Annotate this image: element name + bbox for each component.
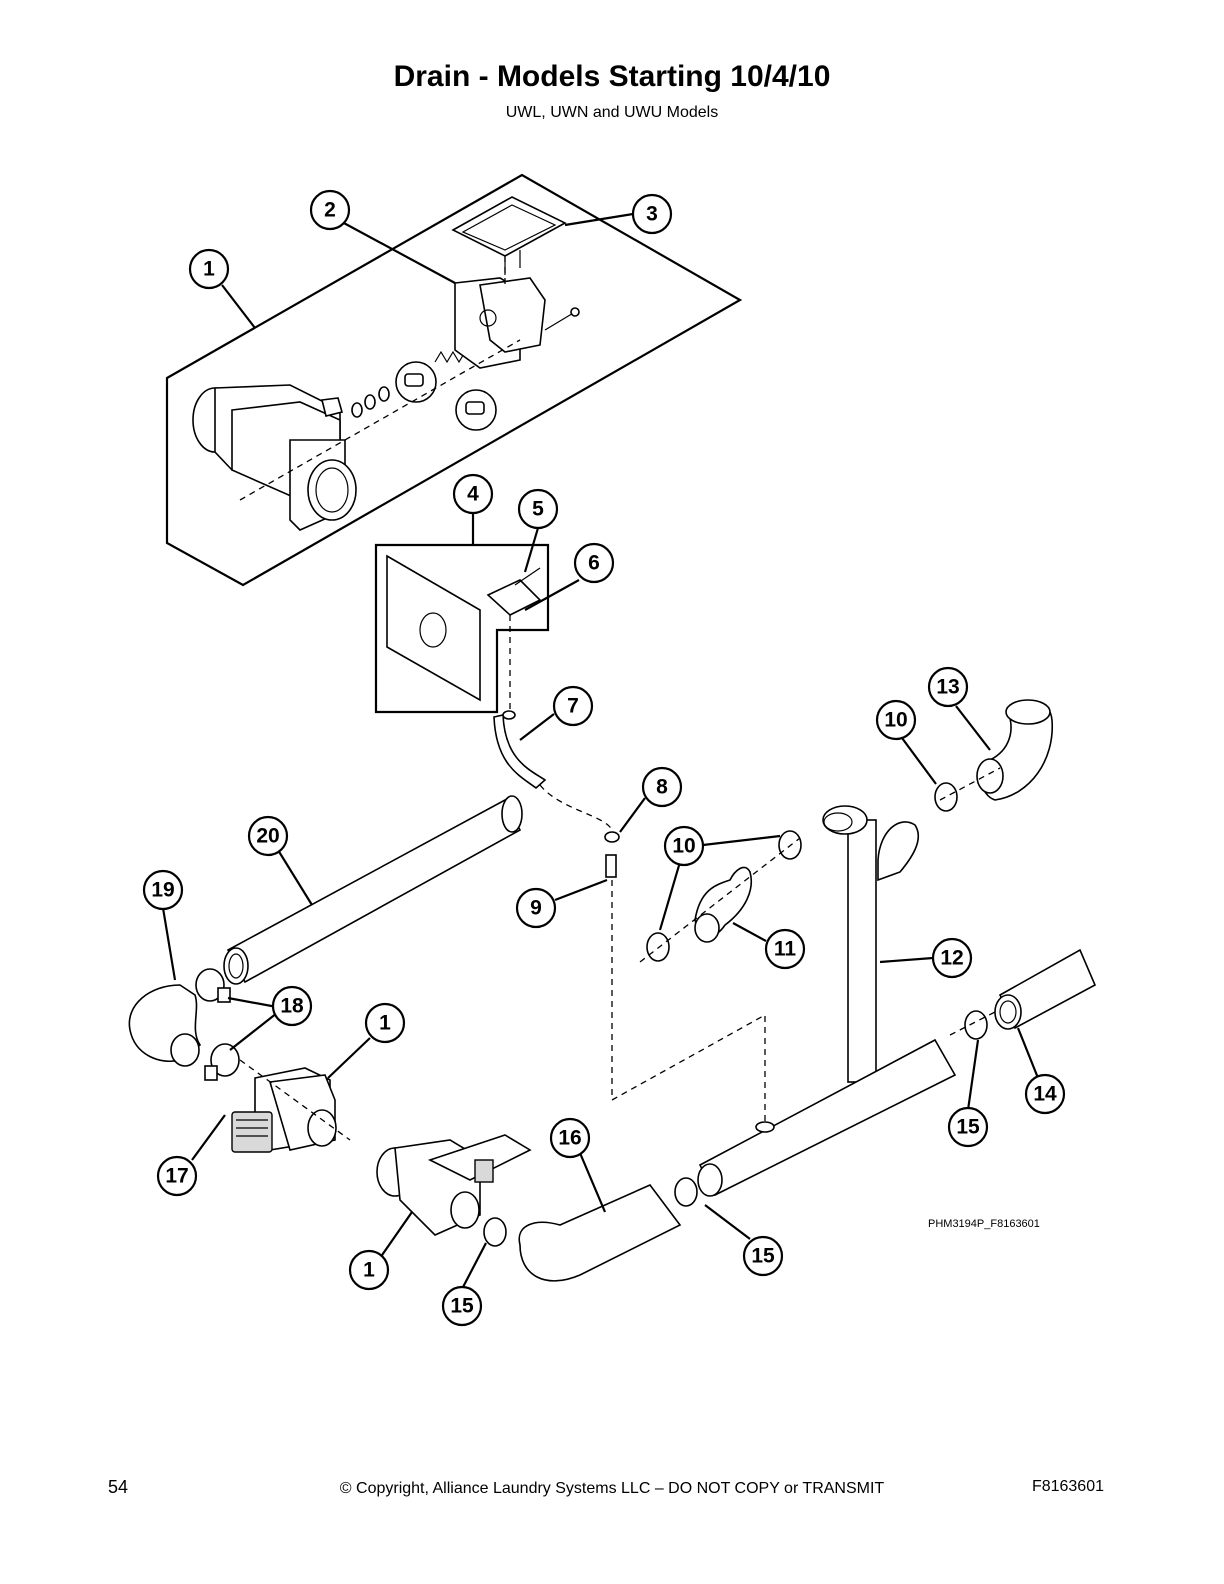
actuator-cover [451, 196, 567, 275]
svg-text:3: 3 [646, 203, 658, 226]
elbow-16 [518, 1184, 682, 1282]
callout-4: 4 [452, 473, 494, 515]
hose-clamps-18 [195, 968, 240, 1081]
callout-3: 3 [631, 193, 673, 235]
svg-text:14: 14 [1033, 1083, 1057, 1106]
svg-text:19: 19 [151, 879, 174, 902]
motor-actuator [454, 277, 580, 369]
drain-valve-body [192, 384, 357, 531]
svg-text:18: 18 [280, 995, 304, 1018]
copyright-notice: © Copyright, Alliance Laundry Systems LL… [339, 1480, 885, 1497]
plate-frame [374, 543, 550, 714]
callout-9: 9 [515, 887, 557, 929]
assembly-frame [165, 173, 743, 587]
drain-valve-left [231, 1067, 337, 1153]
callout-15-bottom: 15 [441, 1285, 483, 1327]
page-subtitle: UWL, UWN and UWU Models [505, 104, 719, 121]
svg-text:10: 10 [672, 835, 695, 858]
svg-text:15: 15 [751, 1245, 775, 1268]
svg-text:10: 10 [884, 709, 907, 732]
svg-text:7: 7 [567, 695, 579, 718]
callout-11: 11 [764, 928, 806, 970]
callout-20: 20 [247, 815, 289, 857]
callout-19: 19 [142, 869, 184, 911]
callout-1-top: 1 [188, 248, 230, 290]
callout-16: 16 [549, 1117, 591, 1159]
svg-text:2: 2 [324, 199, 336, 222]
svg-text:15: 15 [956, 1116, 980, 1139]
svg-text:5: 5 [532, 498, 544, 521]
callout-1-left: 1 [364, 1002, 406, 1044]
svg-text:1: 1 [379, 1012, 391, 1035]
elbow-left [128, 984, 202, 1067]
document-number: F8163601 [1031, 1478, 1104, 1495]
clamp-small [604, 831, 620, 843]
hose-clamps [483, 782, 988, 1247]
page-title: Drain - Models Starting 10/4/10 [393, 60, 831, 93]
svg-text:13: 13 [936, 676, 959, 699]
svg-text:6: 6 [588, 552, 600, 575]
callout-13: 13 [927, 666, 969, 708]
callout-17: 17 [156, 1155, 198, 1197]
svg-text:11: 11 [774, 938, 797, 961]
svg-text:8: 8 [656, 776, 668, 799]
callout-18: 18 [271, 985, 313, 1027]
callout-15-middle: 15 [742, 1235, 784, 1277]
svg-text:20: 20 [256, 825, 279, 848]
tee-pipe [697, 805, 957, 1197]
callout-2: 2 [309, 189, 351, 231]
callout-15-right: 15 [947, 1106, 989, 1148]
svg-text:9: 9 [530, 897, 542, 920]
callout-6: 6 [573, 542, 615, 584]
drawing-id: PHM3194P_F8163601 [928, 1218, 1040, 1230]
callout-12: 12 [931, 937, 973, 979]
page-number: 54 [108, 1477, 129, 1497]
pipe-14 [994, 948, 1097, 1030]
svg-text:1: 1 [203, 258, 215, 281]
callout-5: 5 [517, 488, 559, 530]
svg-text:1: 1 [363, 1259, 375, 1282]
long-pipe [223, 795, 523, 985]
svg-text:16: 16 [558, 1127, 581, 1150]
svg-text:12: 12 [940, 947, 963, 970]
callout-8: 8 [641, 766, 683, 808]
drain-hose [493, 714, 547, 790]
callout-14: 14 [1024, 1073, 1066, 1115]
leader-lines [161, 212, 1040, 1290]
mounting-plate [386, 554, 542, 702]
callout-10-lower: 10 [663, 825, 705, 867]
drain-valve-bottom [376, 1134, 532, 1236]
callout-10-upper: 10 [875, 699, 917, 741]
washers [351, 350, 497, 431]
svg-text:17: 17 [165, 1165, 188, 1188]
svg-text:4: 4 [467, 483, 479, 506]
callout-1-bottom: 1 [348, 1249, 390, 1291]
callout-7: 7 [552, 685, 594, 727]
svg-text:15: 15 [450, 1295, 474, 1318]
barb-fitting [605, 854, 617, 878]
